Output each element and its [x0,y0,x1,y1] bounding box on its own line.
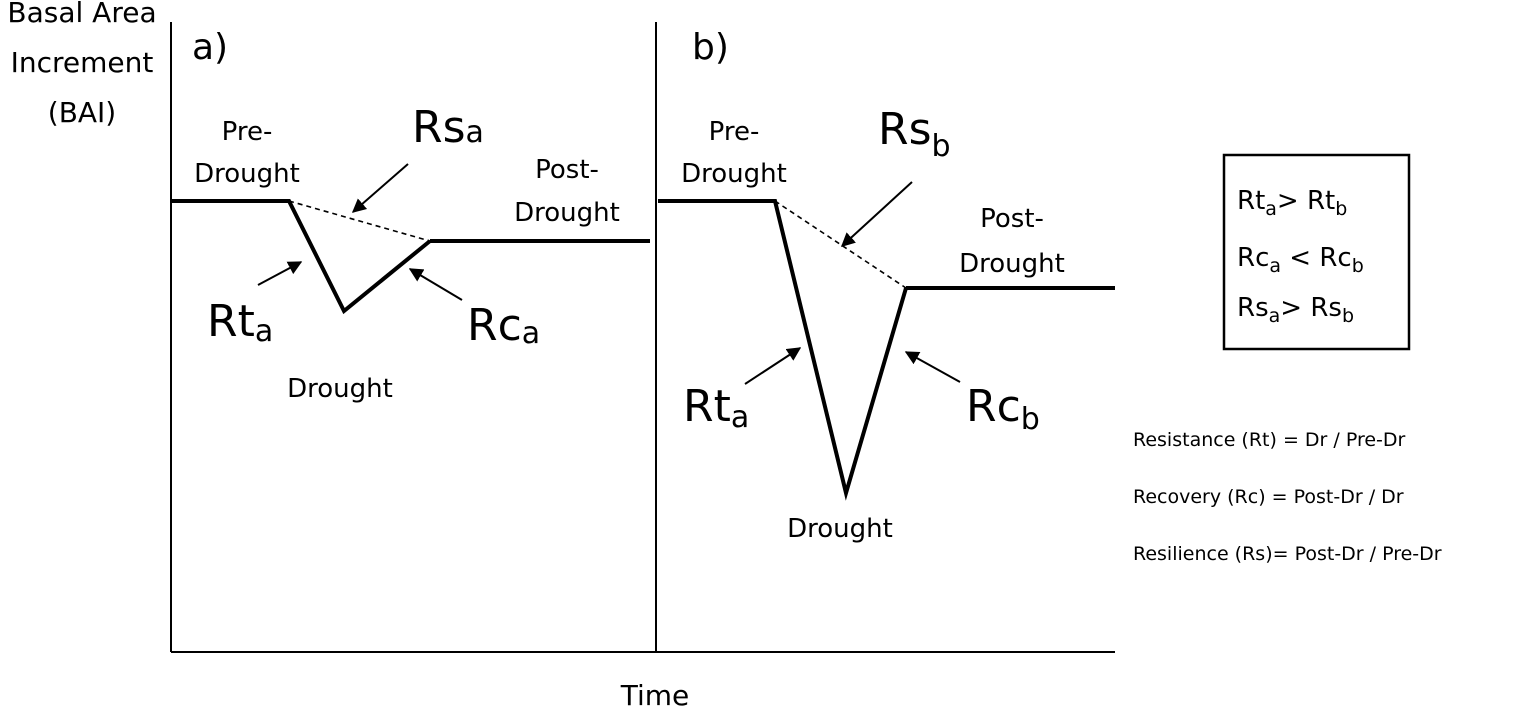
panel-a-rc-arrow [408,268,463,301]
panel-a-pre-label-2: Drought [194,159,300,189]
panel-b: b) Pre- Drought Post- Drought Drought Rs… [658,27,1115,544]
panel-b-rc-label: Rcb [966,381,1040,437]
panel-a-rt-arrow [257,261,303,286]
panel-a: a) Pre- Drought Post- Drought Drought Rs… [171,27,650,404]
panel-b-drought-label: Drought [787,514,893,544]
panel-a-post-label-1: Post- [535,155,599,185]
comparison-rt: Rta> Rtb [1237,186,1347,220]
panel-a-rs-label: Rsa [412,102,484,153]
y-axis-label: Basal Area Increment (BAI) [7,0,156,129]
definition-recovery: Recovery (Rc) = Post-Dr / Dr [1133,486,1404,508]
comparison-box: Rta> Rtb Rca < Rcb Rsa> Rsb [1222,153,1411,351]
panel-a-rt-label: Rta [207,296,273,349]
comparison-rc: Rca < Rcb [1237,243,1364,277]
definitions: Resistance (Rt) = Dr / Pre-Dr Recovery (… [1133,429,1442,565]
panel-a-drought-label: Drought [287,374,393,404]
definition-resilience: Resilience (Rs)= Post-Dr / Pre-Dr [1133,543,1442,565]
panel-b-rt-label: Rta [683,381,749,435]
panel-a-rc-label: Rca [467,300,540,351]
panel-b-pre-label-2: Drought [681,159,787,189]
panel-b-bai-line-pre-drop [658,199,908,501]
panel-b-rt-arrow [744,347,802,385]
panel-b-post-label-2: Drought [959,249,1065,279]
comparison-rs: Rsa> Rsb [1237,293,1354,327]
panel-a-tag: a) [192,27,228,68]
ylabel-line-2: Increment [11,46,154,79]
panel-b-rc-arrow [904,351,961,383]
panel-a-post-label-2: Drought [514,198,620,228]
panel-a-rs-arrow [351,163,409,213]
panel-a-pre-label-1: Pre- [222,117,273,147]
x-axis-label: Time [620,679,690,712]
comparison-box-frame [1222,153,1411,351]
ylabel-line-3: (BAI) [48,96,116,129]
axes [170,22,1115,653]
definition-resistance: Resistance (Rt) = Dr / Pre-Dr [1133,429,1406,451]
panel-b-post-label-1: Post- [980,204,1044,234]
panel-b-pre-label-1: Pre- [709,117,760,147]
panel-a-resilience-dashed [288,200,431,242]
panel-a-bai-line-pre-drop [171,199,432,315]
panel-b-rs-label: Rsb [878,104,951,164]
panel-b-tag: b) [692,27,729,68]
ylabel-line-1: Basal Area [7,0,156,29]
panel-b-rs-arrow [840,181,913,247]
